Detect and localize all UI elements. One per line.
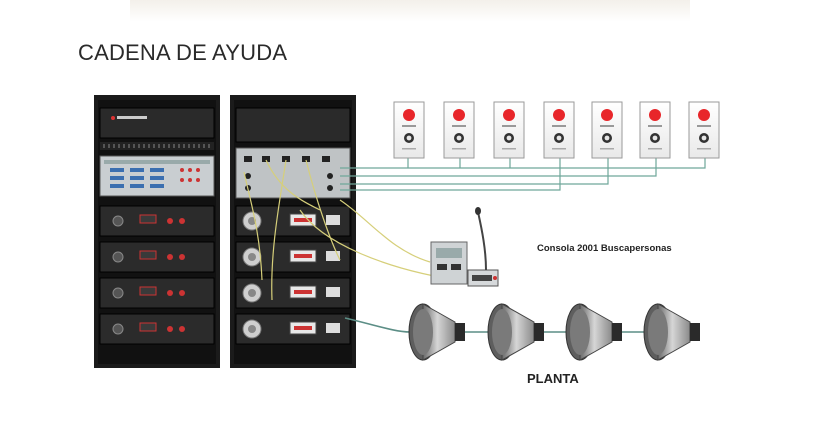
amplifier-unit: [99, 277, 215, 309]
console-label: Consola 2001 Buscapersonas: [537, 243, 672, 254]
horn-speaker: [565, 303, 622, 361]
call-button: [543, 101, 575, 159]
call-button: [393, 101, 425, 159]
call-button: [493, 101, 525, 159]
right-rack: [230, 95, 356, 368]
horn-speaker: [408, 303, 465, 361]
amplifier-rear: [235, 313, 351, 345]
call-button: [688, 101, 720, 159]
top-fade-decoration: [130, 0, 690, 22]
horn-speaker: [643, 303, 700, 361]
call-buttons: [393, 101, 720, 159]
call-button: [639, 101, 671, 159]
amplifier-rear: [235, 241, 351, 273]
speakers: [408, 303, 700, 361]
wiring: [243, 158, 706, 333]
call-button: [443, 101, 475, 159]
amplifier-unit: [99, 205, 215, 237]
horn-speaker: [487, 303, 544, 361]
speakers-label: PLANTA: [527, 371, 579, 386]
left-rack: [94, 95, 220, 368]
amplifier-rear: [235, 277, 351, 309]
diagram-title: CADENA DE AYUDA: [78, 40, 288, 65]
amplifier-unit: [99, 313, 215, 345]
call-button: [591, 101, 623, 159]
amplifier-unit: [99, 241, 215, 273]
paging-console: [430, 207, 499, 287]
